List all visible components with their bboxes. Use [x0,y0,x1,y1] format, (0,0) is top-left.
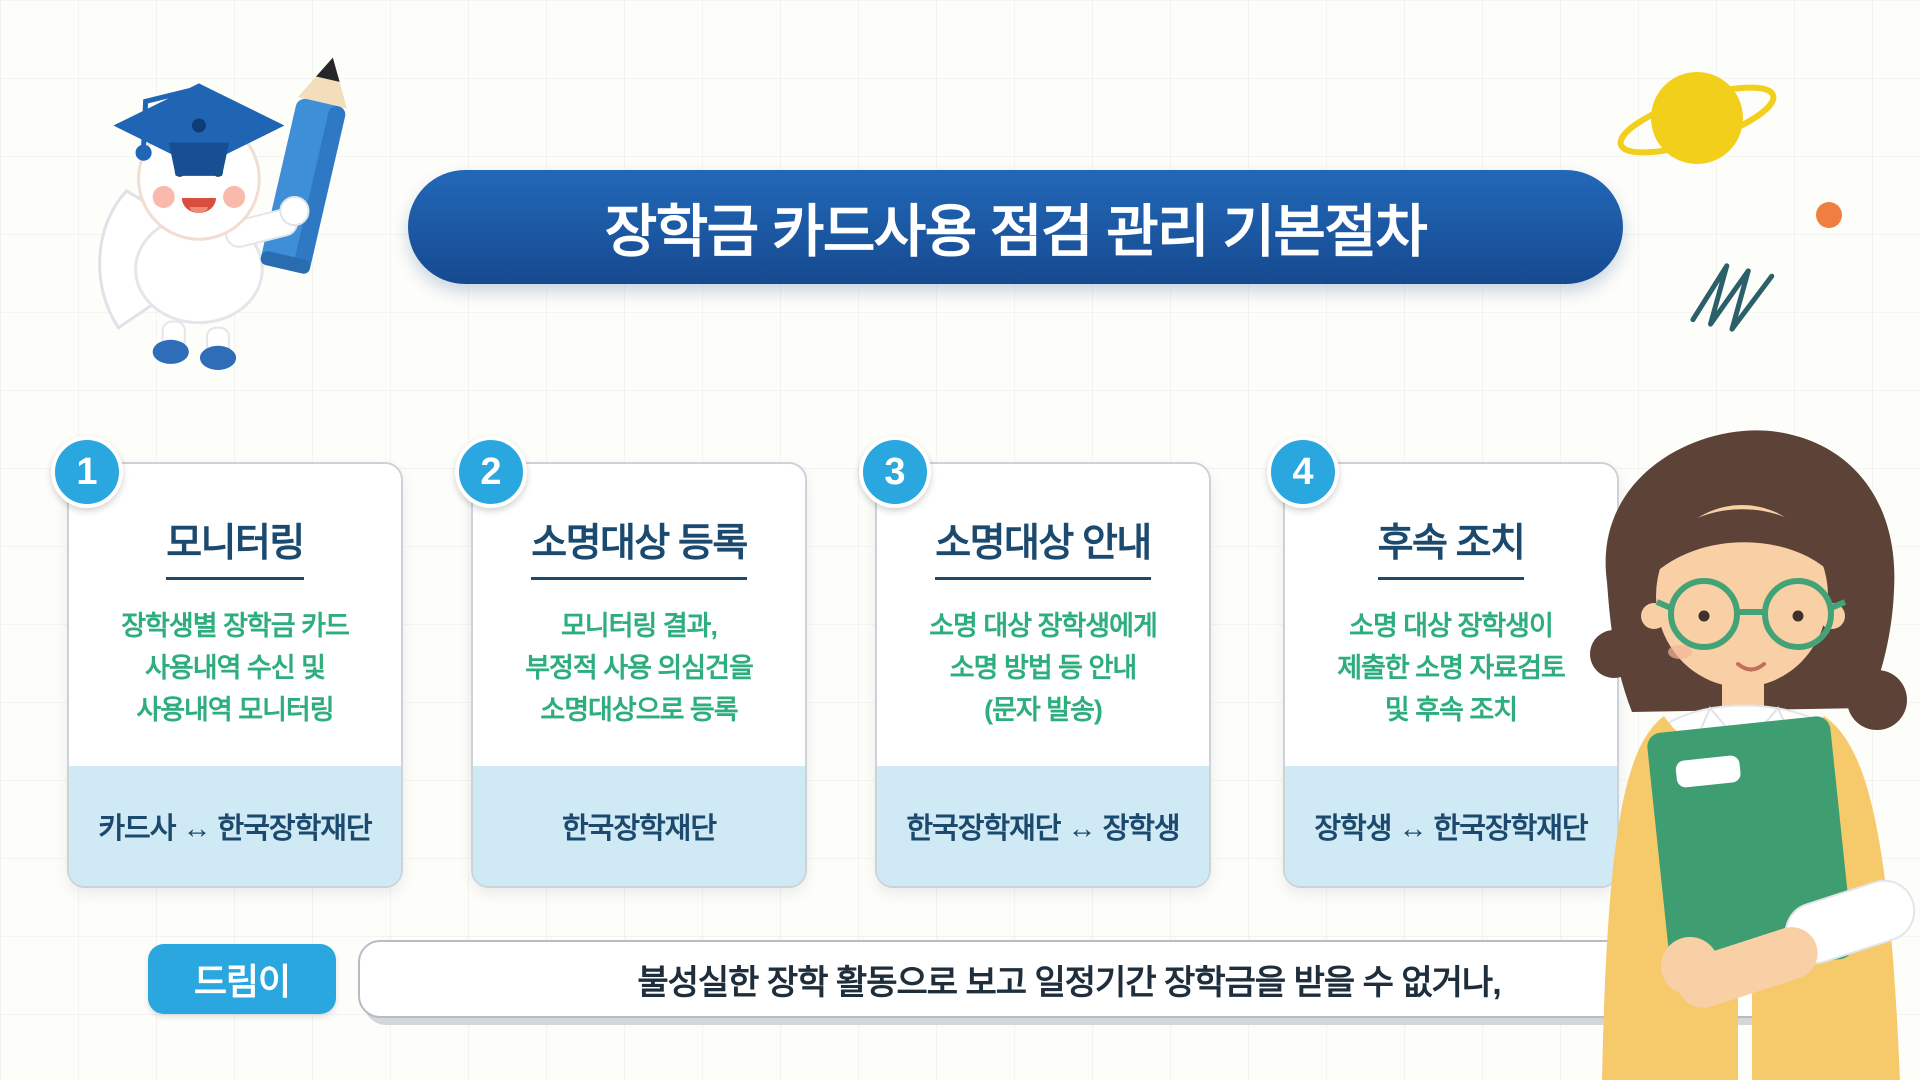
step-actors: 장학생 ↔ 한국장학재단 [1285,766,1617,886]
step-title: 후속 조치 [1377,512,1526,580]
step-title: 소명대상 등록 [531,512,748,580]
step-number-badge: 3 [859,436,931,508]
person-illustration [1590,430,1916,1080]
step-title: 모니터링 [166,512,305,580]
step-number-badge: 1 [51,436,123,508]
step-description: 소명 대상 장학생에게 소명 방법 등 안내 (문자 발송) [929,611,1158,725]
step-number-badge: 4 [1267,436,1339,508]
step-actors: 한국장학재단 ↔ 장학생 [877,766,1209,886]
orange-dot-icon [1816,202,1842,228]
step-card-4: 4 후속 조치 소명 대상 장학생이 제출한 소명 자료검토 및 후속 조치 장… [1267,436,1619,888]
step-card-2: 2 소명대상 등록 모니터링 결과, 부정적 사용 의심건을 소명대상으로 등록… [455,436,807,888]
step-number-badge: 2 [455,436,527,508]
step-actors: 카드사 ↔ 한국장학재단 [69,766,401,886]
mascot-graduate-icon [98,57,347,370]
step-card-1: 1 모니터링 장학생별 장학금 카드 사용내역 수신 및 사용내역 모니터링 카… [51,436,403,888]
zigzag-scribble-icon [1690,263,1775,332]
step-description: 모니터링 결과, 부정적 사용 의심건을 소명대상으로 등록 [525,611,754,725]
planet-icon [1617,72,1777,164]
speaker-name-badge: 드림이 [148,944,336,1014]
step-description: 소명 대상 장학생이 제출한 소명 자료검토 및 후속 조치 [1337,611,1566,725]
step-title: 소명대상 안내 [935,512,1152,580]
page-title: 장학금 카드사용 점검 관리 기본절차 [604,200,1428,264]
title-banner: 장학금 카드사용 점검 관리 기본절차 [408,170,1623,284]
caption-text: 불성실한 장학 활동으로 보고 일정기간 장학금을 받을 수 없거나, [358,940,1780,1018]
step-card-3: 3 소명대상 안내 소명 대상 장학생에게 소명 방법 등 안내 (문자 발송)… [859,436,1211,888]
step-description: 장학생별 장학금 카드 사용내역 수신 및 사용내역 모니터링 [121,611,350,725]
step-actors: 한국장학재단 [473,766,805,886]
